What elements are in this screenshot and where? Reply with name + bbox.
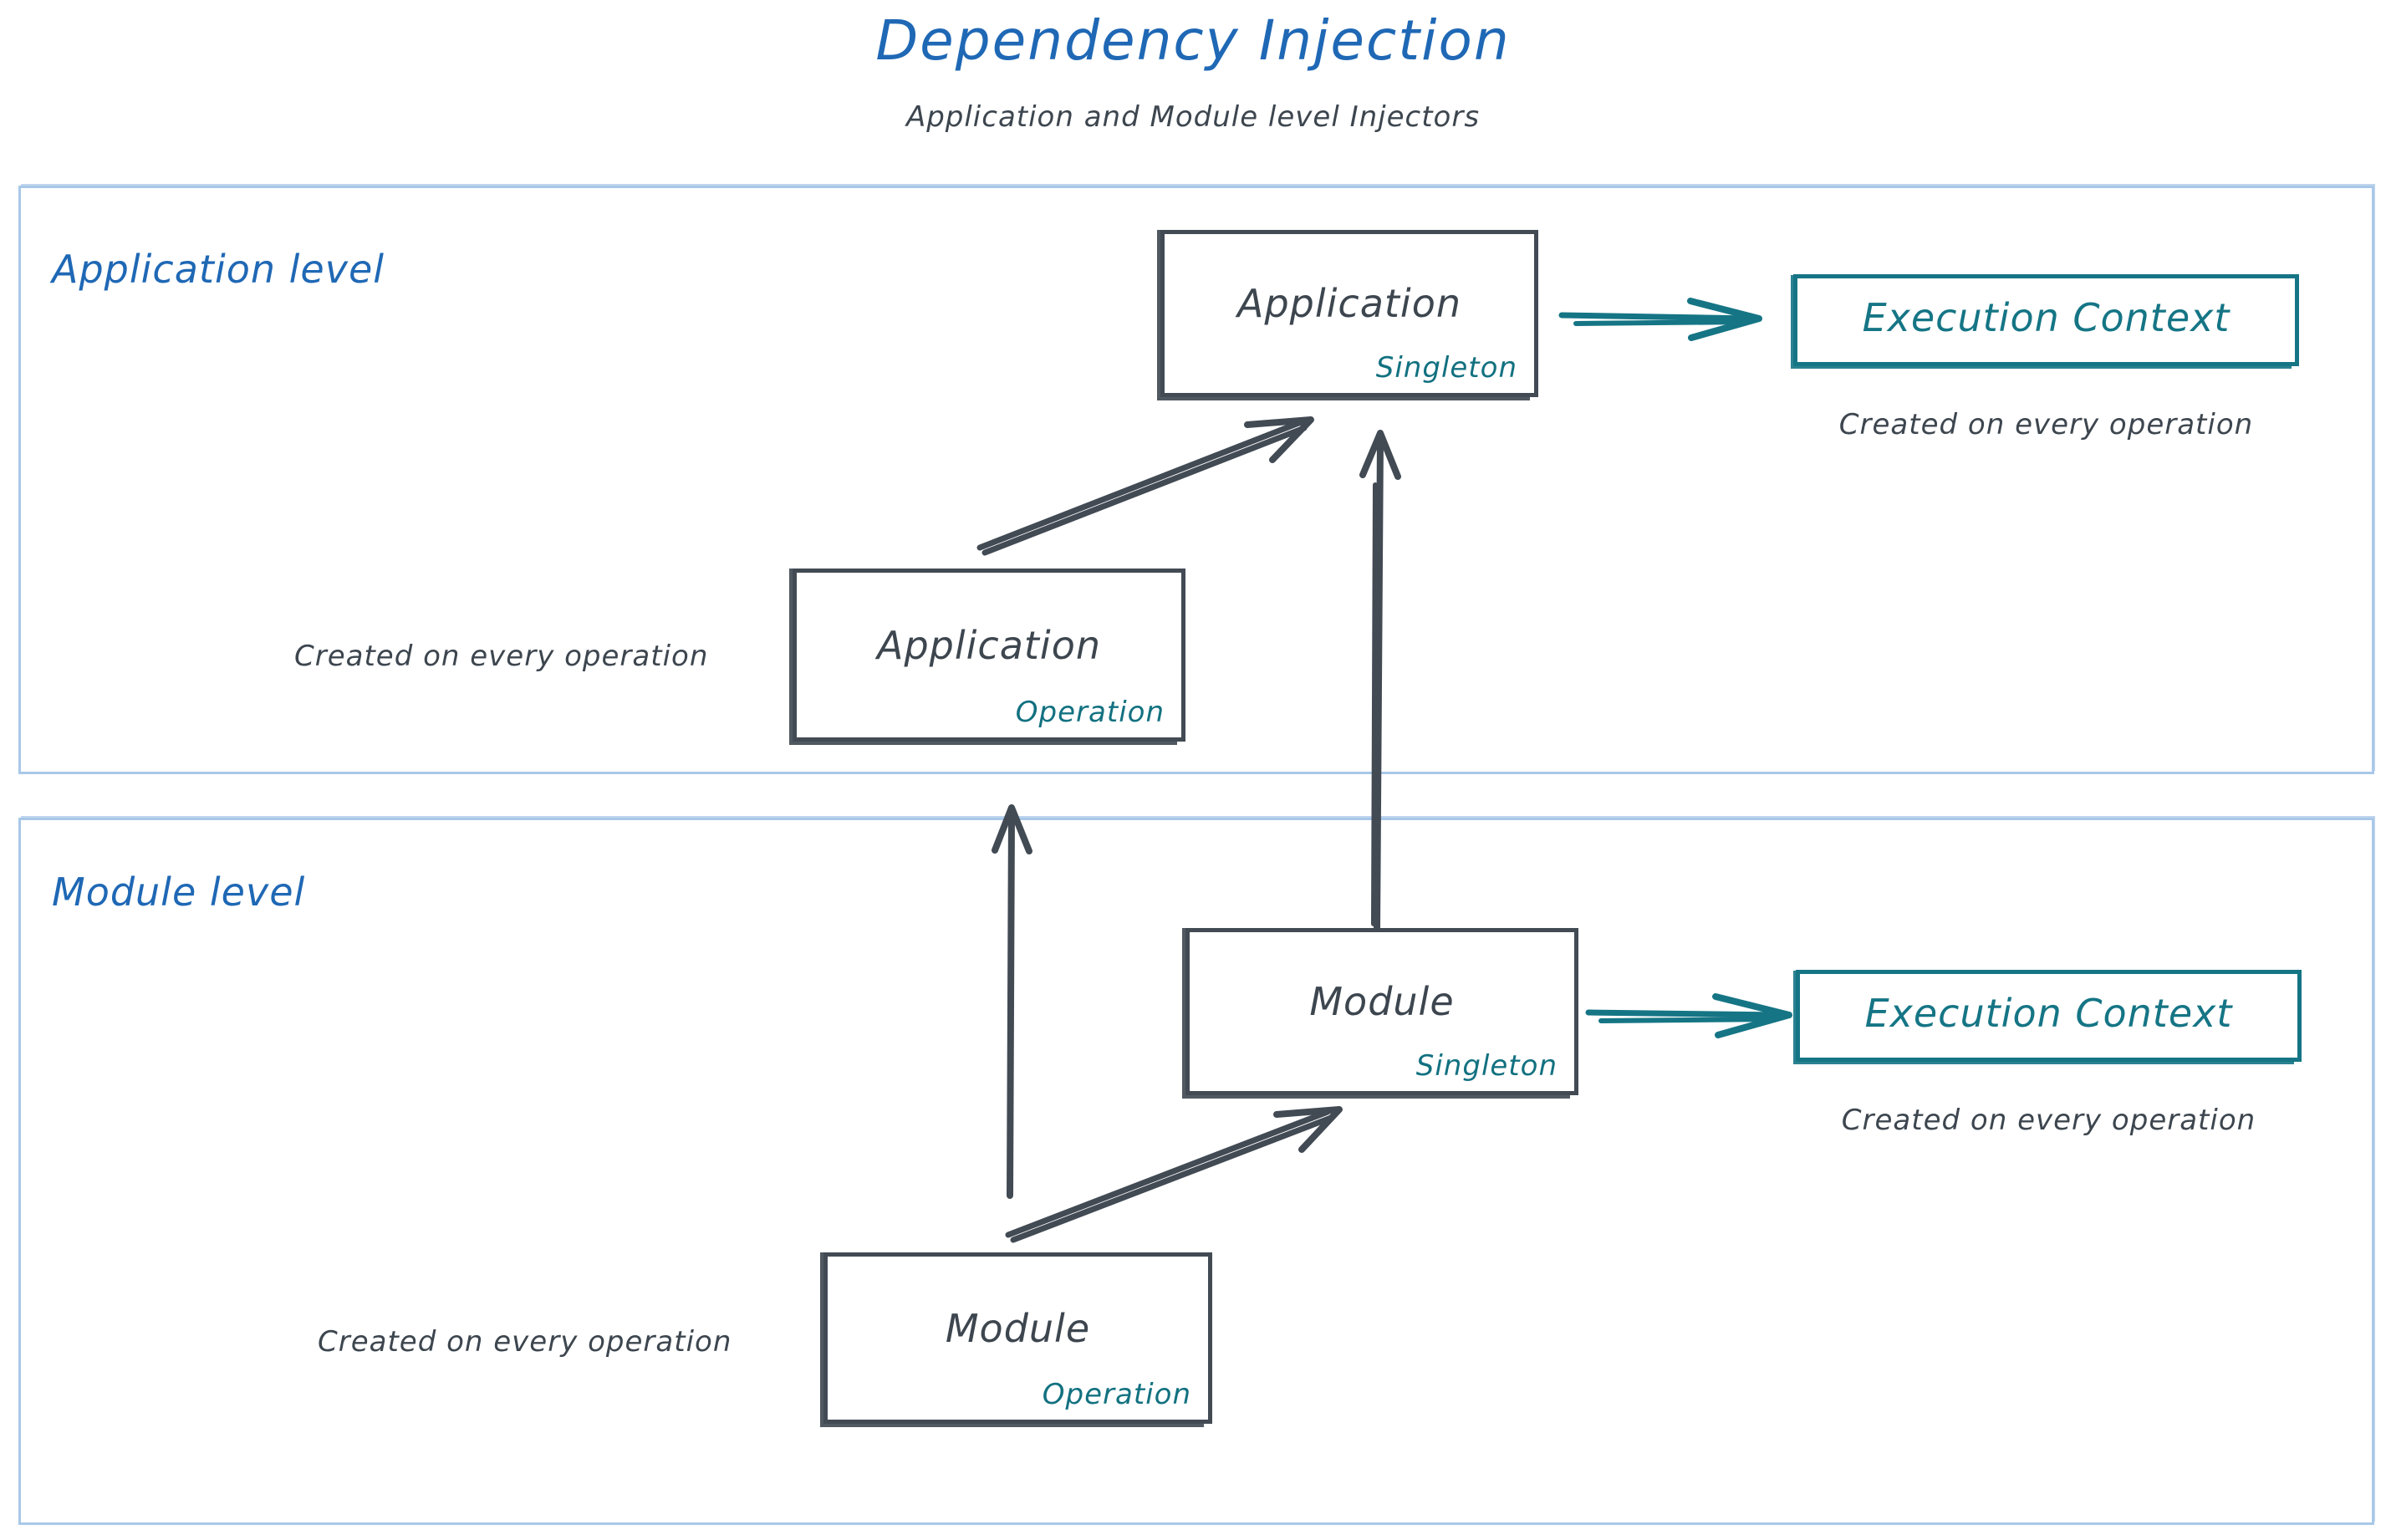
node-application-operation[interactable]: Application Operation: [789, 569, 1185, 745]
module-level-container: [18, 818, 2374, 1525]
node-application-singleton[interactable]: Application Singleton: [1157, 230, 1538, 400]
page-subtitle: Application and Module level Injectors: [905, 100, 1481, 134]
application-operation-note: Created on every operation: [294, 640, 709, 673]
context-application-caption: Created on every operation: [1838, 408, 2254, 441]
node-application-singleton-title: Application: [1236, 281, 1462, 327]
node-module-singleton-scope: Singleton: [1415, 1049, 1558, 1083]
context-module[interactable]: Execution Context: [1793, 970, 2302, 1064]
application-level-container: [18, 186, 2374, 774]
module-level-label: Module level: [52, 869, 306, 915]
application-level-label: Application level: [52, 247, 385, 292]
node-module-operation-title: Module: [945, 1305, 1091, 1351]
node-module-operation-scope: Operation: [1042, 1378, 1191, 1411]
node-application-operation-scope: Operation: [1015, 696, 1165, 729]
node-module-operation[interactable]: Module Operation: [820, 1252, 1212, 1427]
node-module-singleton-title: Module: [1309, 979, 1455, 1025]
node-module-singleton[interactable]: Module Singleton: [1182, 928, 1578, 1099]
node-application-singleton-scope: Singleton: [1375, 351, 1517, 385]
context-module-caption: Created on every operation: [1841, 1104, 2256, 1137]
node-application-operation-title: Application: [876, 622, 1102, 668]
context-application-label: Execution Context: [1862, 294, 2231, 340]
context-application[interactable]: Execution Context: [1791, 274, 2299, 369]
page-title: Dependency Injection: [875, 8, 1511, 73]
module-operation-note: Created on every operation: [318, 1325, 732, 1359]
context-module-label: Execution Context: [1864, 990, 2233, 1036]
